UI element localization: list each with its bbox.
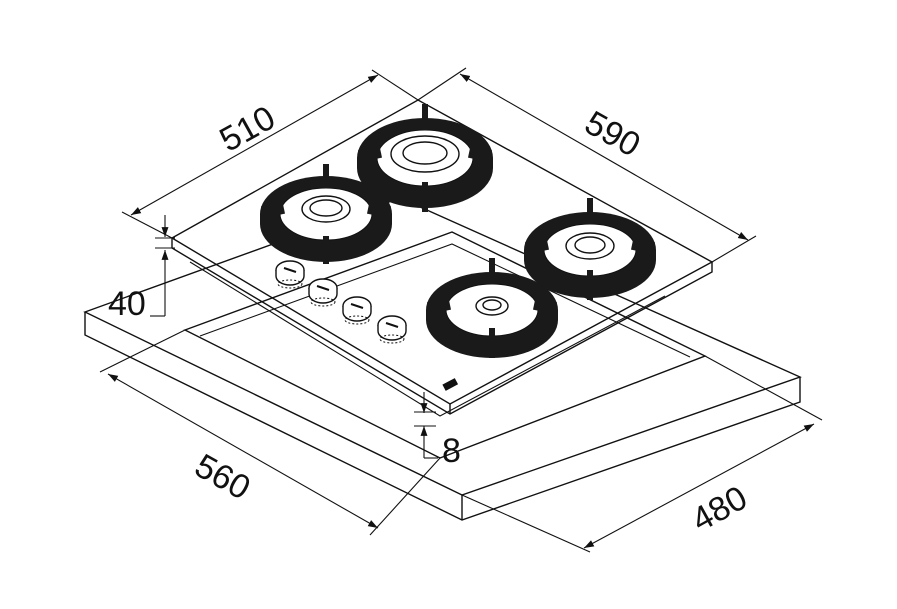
dim-glass: 8 (414, 392, 461, 470)
dim-height: 40 (108, 215, 175, 323)
dim-depth-top-label: 590 (578, 104, 646, 165)
dim-cutout-depth: 480 (461, 355, 823, 553)
burner-front-center (426, 258, 558, 358)
knob-1 (275, 260, 305, 289)
dim-cutout-width-label: 560 (188, 447, 256, 508)
dim-width-top-label: 510 (213, 99, 281, 160)
knob-3 (342, 296, 372, 325)
burner-front-right (524, 198, 656, 300)
dim-glass-label: 8 (442, 432, 461, 470)
control-knobs (275, 260, 407, 344)
knob-2 (308, 278, 338, 307)
dim-height-label: 40 (108, 285, 146, 323)
brand-badge (442, 378, 459, 391)
knob-4 (377, 315, 407, 344)
burner-rear-center (357, 104, 493, 212)
